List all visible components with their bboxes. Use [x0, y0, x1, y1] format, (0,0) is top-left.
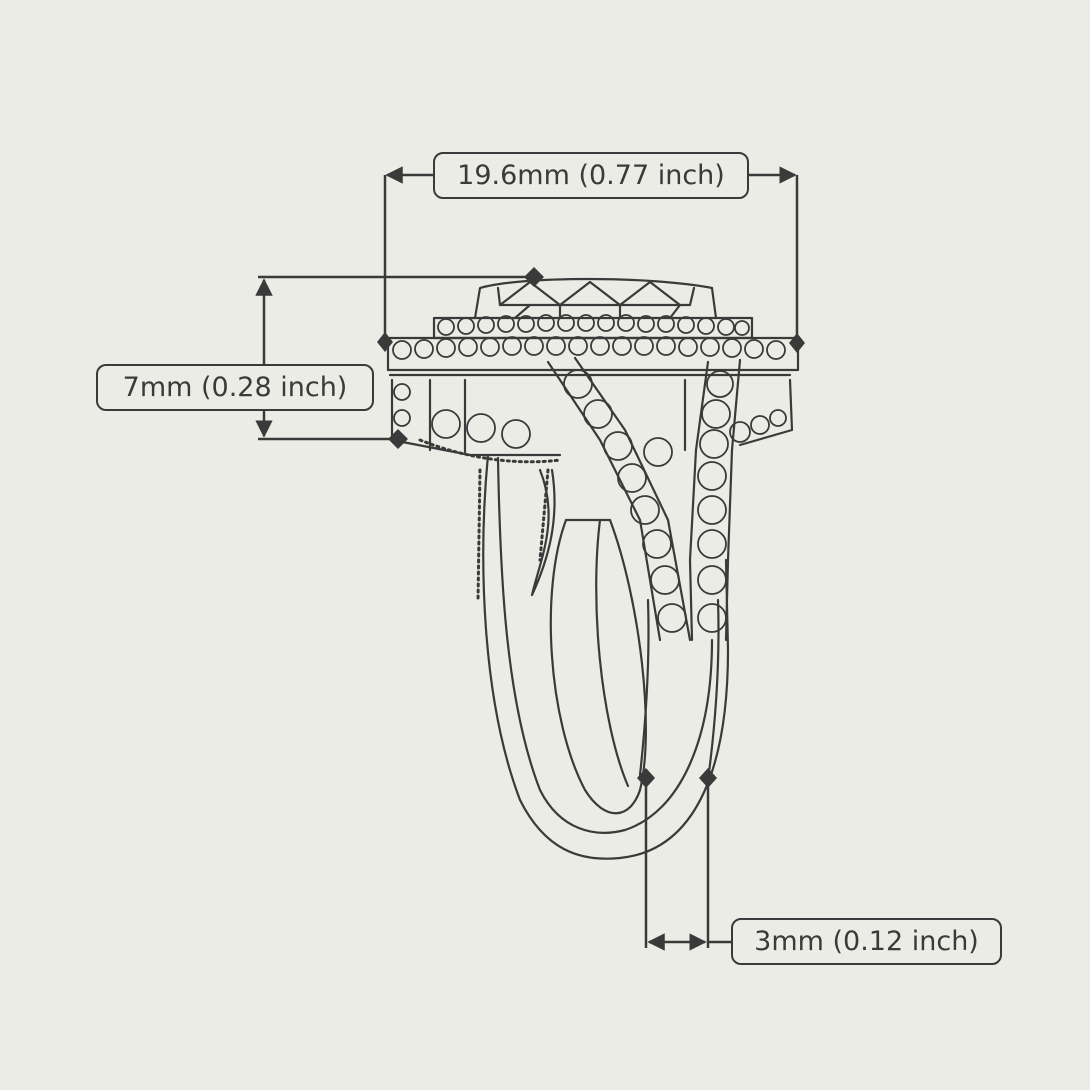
- halo-stones-upper: [437, 314, 750, 336]
- shank-stones-right: [697, 370, 734, 633]
- width-dimension: [383, 166, 799, 340]
- diamond-marker-icon: [524, 267, 544, 287]
- ring-line-drawing-icon: [386, 277, 800, 860]
- gallery-stones: [393, 383, 787, 467]
- diamond-marker-icon: [377, 332, 393, 352]
- height-label: 7mm (0.28 inch): [96, 364, 374, 411]
- band-dimension: [644, 778, 731, 951]
- shank-stones-left: [563, 369, 687, 633]
- diamond-marker-icon: [699, 768, 717, 788]
- halo-stones-lower: [392, 336, 786, 360]
- diamond-marker-icon: [637, 768, 655, 788]
- diamond-marker-icon: [789, 333, 805, 353]
- width-label: 19.6mm (0.77 inch): [433, 152, 749, 199]
- band-width-label: 3mm (0.12 inch): [731, 918, 1002, 965]
- diamond-marker-icon: [388, 429, 408, 449]
- height-dimension: [255, 275, 534, 441]
